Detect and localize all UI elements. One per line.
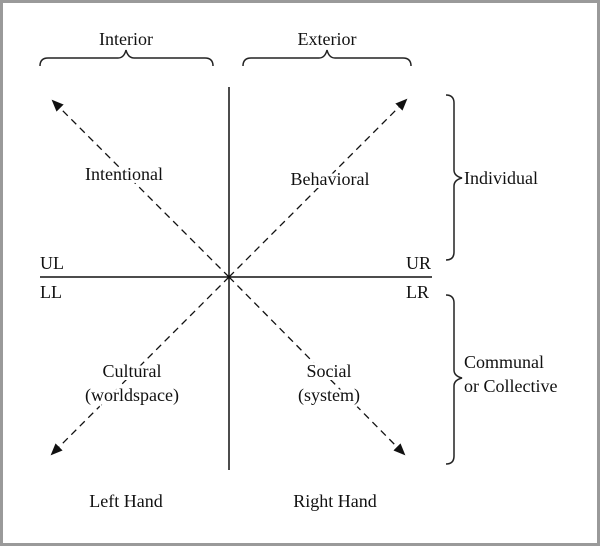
interior-label: Interior bbox=[99, 29, 153, 49]
arrow-lower-right bbox=[228, 276, 406, 456]
quadrant-lower-left-label-line1: Cultural bbox=[103, 361, 162, 381]
interior-brace bbox=[39, 49, 214, 67]
individual-label: Individual bbox=[464, 168, 538, 188]
arrow-upper-left bbox=[51, 99, 230, 278]
quadrant-lower-right-label-line1: Social bbox=[307, 361, 352, 381]
ur-label: UR bbox=[406, 253, 431, 273]
quadrant-upper-left-label: Intentional bbox=[85, 164, 163, 184]
right-hand-label: Right Hand bbox=[293, 491, 377, 511]
arrow-lower-left bbox=[50, 276, 230, 456]
individual-brace bbox=[445, 94, 463, 261]
communal-brace bbox=[445, 294, 463, 465]
exterior-label: Exterior bbox=[298, 29, 357, 49]
quadrant-lower-right-label-line2: (system) bbox=[298, 385, 360, 406]
lr-label: LR bbox=[406, 282, 429, 302]
communal-label-line2: or Collective bbox=[464, 376, 557, 396]
ul-label: UL bbox=[40, 253, 64, 273]
exterior-brace bbox=[242, 49, 412, 67]
ll-label: LL bbox=[40, 282, 62, 302]
left-hand-label: Left Hand bbox=[89, 491, 162, 511]
communal-label-line1: Communal bbox=[464, 352, 544, 372]
arrow-upper-right bbox=[228, 98, 408, 278]
quadrant-lower-left-label-line2: (worldspace) bbox=[85, 385, 179, 406]
quadrant-upper-right-label: Behavioral bbox=[291, 169, 370, 189]
